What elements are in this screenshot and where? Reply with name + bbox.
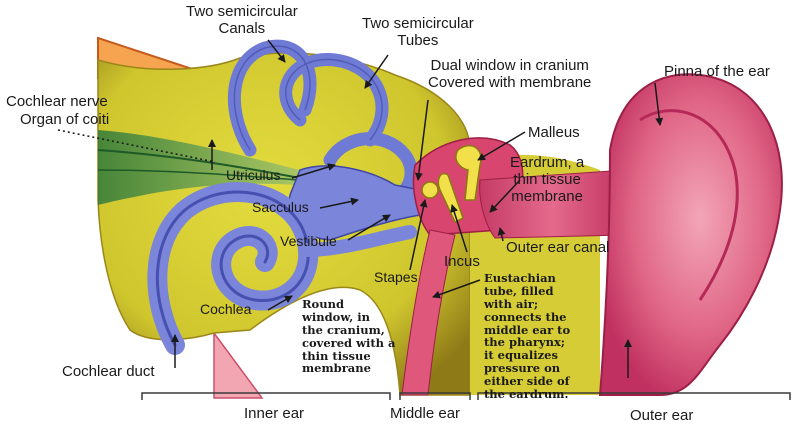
label-utriculus: Utriculus <box>226 168 280 184</box>
label-cochlear-duct: Cochlear duct <box>62 364 155 381</box>
label-round-window: Round window, in the cranium, covered wi… <box>302 298 396 375</box>
label-pinna: Pinna of the ear <box>664 64 770 81</box>
label-sacculus: Sacculus <box>252 200 309 216</box>
label-inner-ear: Inner ear <box>244 406 304 423</box>
label-semicircular-tubes: Two semicircular Tubes <box>362 16 474 50</box>
label-incus: Incus <box>444 254 480 271</box>
label-dual-window: Dual window in cranium Covered with memb… <box>428 58 591 92</box>
label-eardrum: Eardrum, a thin tissue membrane <box>510 155 584 205</box>
bone-wedge-bottom <box>214 333 262 398</box>
label-outer-ear: Outer ear <box>630 408 693 425</box>
label-malleus: Malleus <box>528 125 580 142</box>
label-outer-ear-canal: Outer ear canal <box>506 240 609 257</box>
label-semicircular-canals: Two semicircular Canals <box>186 4 298 38</box>
label-vestibule: Vestibule <box>280 234 337 250</box>
label-middle-ear: Middle ear <box>390 406 460 423</box>
label-cochlear-nerve: Cochlear nerve <box>6 94 108 111</box>
label-cochlea: Cochlea <box>200 302 251 318</box>
label-stapes: Stapes <box>374 270 418 286</box>
label-eustachian-tube: Eustachian tube, filled with air; connec… <box>484 272 570 401</box>
label-organ-of-coiti: Organ of coiti <box>20 112 109 129</box>
